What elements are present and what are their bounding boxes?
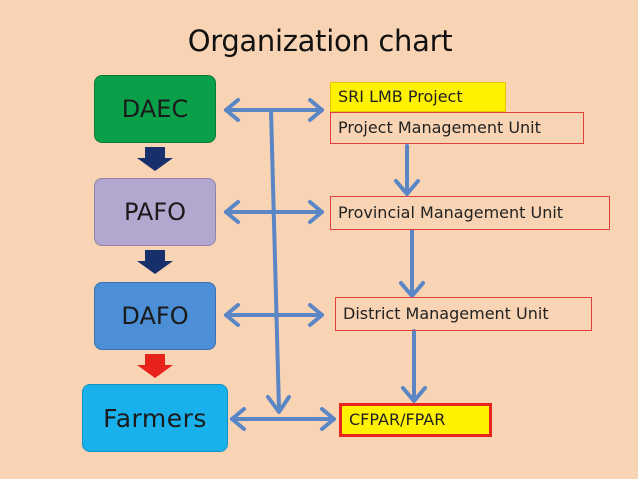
district-management-unit-label: District Management Unit (343, 304, 549, 323)
hierarchy-arrow-dafo-farmers (137, 354, 173, 378)
arrow-provincial-district (399, 229, 425, 298)
cfpar-box: CFPAR/FPAR (339, 403, 492, 437)
project-label-box: SRI LMB Project (330, 82, 506, 112)
hierarchy-arrow-pafo-dafo (137, 250, 173, 274)
link-farmers-cfpar (230, 407, 336, 431)
arrow-pmu-provincial (394, 144, 420, 196)
provincial-management-unit-box: Provincial Management Unit (330, 196, 610, 230)
org-box-daec-label: DAEC (121, 95, 189, 123)
link-dafo-district (224, 303, 324, 327)
cfpar-label: CFPAR/FPAR (349, 410, 446, 429)
project-label: SRI LMB Project (338, 87, 463, 106)
district-management-unit-box: District Management Unit (335, 297, 592, 331)
org-box-daec: DAEC (94, 75, 216, 143)
hierarchy-arrow-daec-pafo (137, 147, 173, 171)
link-daec-farmers-vertical (266, 108, 291, 414)
project-management-unit-box: Project Management Unit (330, 112, 584, 144)
org-box-pafo-label: PAFO (123, 198, 187, 226)
org-box-farmers-label: Farmers (103, 403, 207, 433)
org-box-dafo: DAFO (94, 282, 216, 350)
link-daec-pmu (224, 98, 324, 122)
arrow-district-cfpar (401, 329, 427, 403)
org-box-farmers: Farmers (82, 384, 228, 452)
org-box-dafo-label: DAFO (121, 302, 189, 330)
project-management-unit-label: Project Management Unit (338, 118, 541, 137)
page-title: Organization chart (187, 24, 453, 58)
provincial-management-unit-label: Provincial Management Unit (338, 203, 564, 222)
org-box-pafo: PAFO (94, 178, 216, 246)
